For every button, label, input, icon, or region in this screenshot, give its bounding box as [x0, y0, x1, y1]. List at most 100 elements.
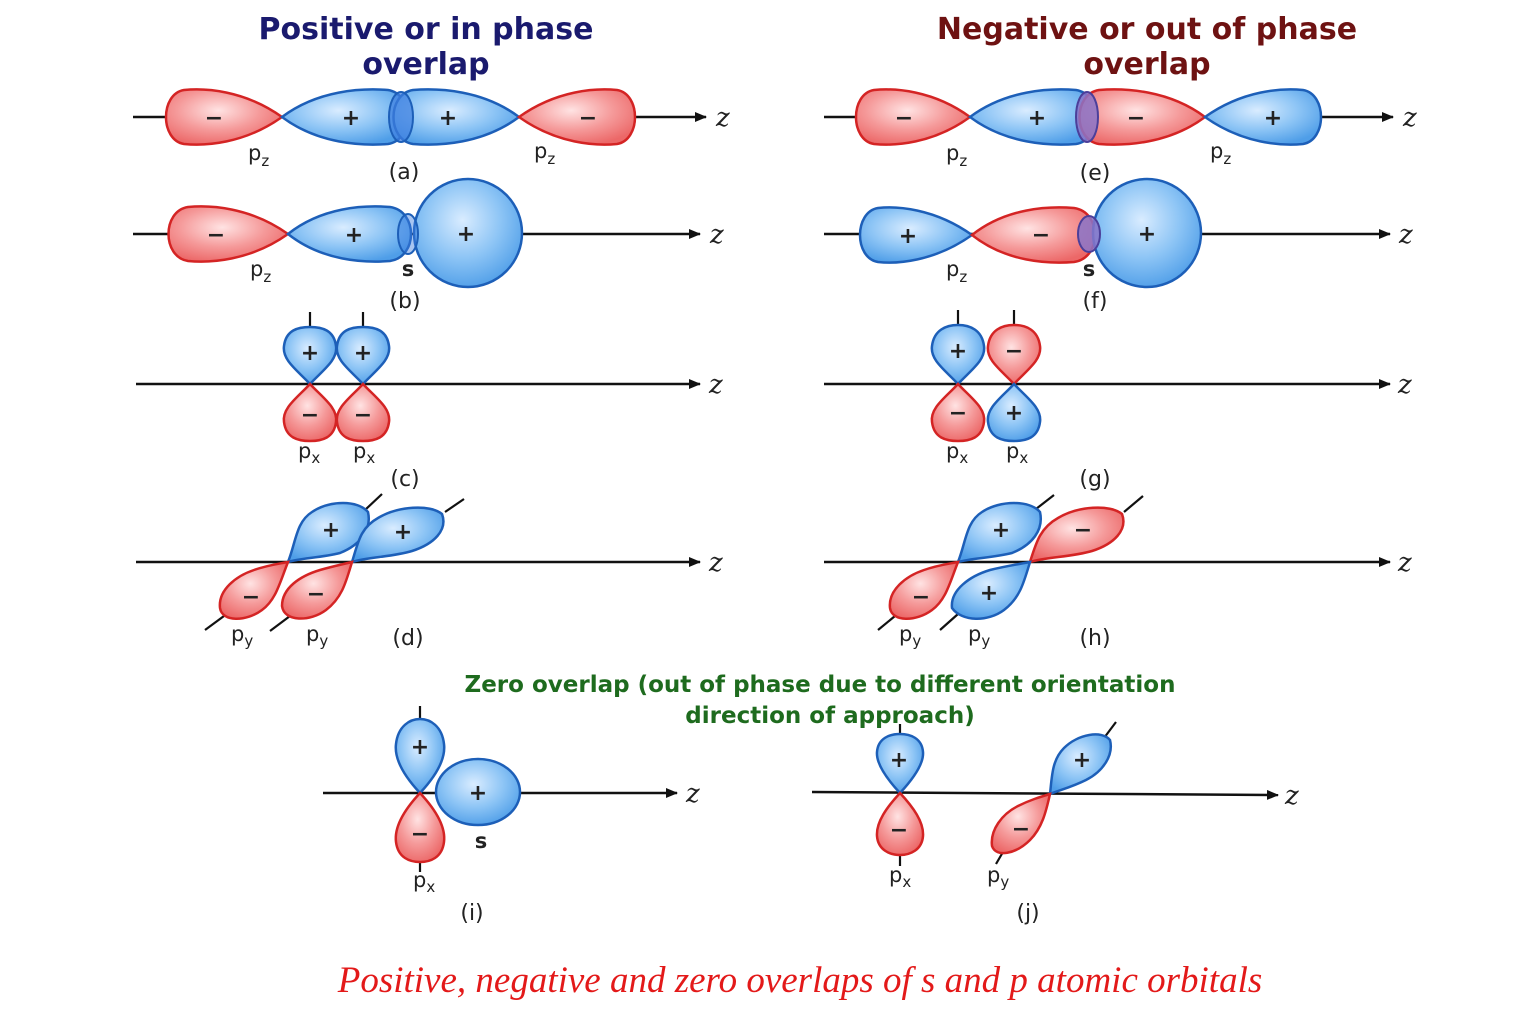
plus-sign: +	[1264, 106, 1282, 131]
plus-sign: +	[980, 581, 998, 606]
orbital-label-px: px	[946, 439, 968, 467]
orbital-axis-stub	[364, 493, 383, 511]
caption-a: (a)	[389, 160, 420, 185]
orbital-label-px: px	[1006, 439, 1028, 467]
plus-sign: +	[469, 781, 487, 806]
orbital-axis-stub	[1035, 494, 1055, 510]
negative-lobe	[854, 88, 973, 146]
orbital-label-pz: pz	[248, 141, 269, 170]
plus-sign: +	[322, 518, 340, 543]
minus-sign: −	[890, 818, 908, 843]
panel-b: − + + pz s (b)	[167, 177, 524, 314]
negative-lobe	[218, 560, 291, 620]
minus-sign: −	[411, 822, 429, 847]
overlap-region	[1075, 91, 1099, 143]
minus-sign: −	[354, 403, 372, 428]
positive-lobe	[285, 501, 371, 565]
plus-sign: +	[457, 222, 475, 247]
orbital-label-py: py	[968, 622, 990, 650]
minus-sign: −	[1127, 106, 1145, 131]
orbital-label-py: py	[987, 863, 1009, 891]
z-label-i: z	[685, 779, 700, 809]
caption-b: (b)	[389, 289, 420, 314]
plus-sign: +	[1005, 401, 1023, 426]
negative-lobe	[986, 323, 1042, 386]
plus-sign: +	[992, 518, 1010, 543]
caption-j: (j)	[1016, 901, 1039, 926]
orbital-label-py: py	[899, 622, 921, 650]
panel-g: + − − + px px (g)	[930, 310, 1111, 492]
caption-c: (c)	[390, 467, 419, 492]
orbital-axis-stub	[1123, 495, 1144, 513]
zero-overlap-header: Zero overlap (out of phase due to differ…	[465, 672, 1176, 698]
minus-sign: −	[207, 223, 225, 248]
positive-lobe	[950, 560, 1032, 620]
negative-lobe	[930, 382, 986, 443]
z-label-b: z	[709, 220, 724, 250]
panel-f: + − + pz s (f)	[858, 177, 1203, 314]
positive-lobe	[986, 382, 1042, 443]
panel-c: + + − − px px (c)	[282, 312, 420, 492]
z-label-e: z	[1402, 103, 1417, 133]
panel-a: − + + − pz pz (a)	[164, 88, 637, 185]
plus-sign: +	[354, 341, 372, 366]
panel-d: + + − − py py (d)	[204, 493, 465, 651]
z-label-c: z	[708, 370, 723, 400]
plus-sign: +	[1073, 748, 1091, 773]
minus-sign: −	[307, 582, 325, 607]
positive-lobe	[285, 205, 413, 263]
plus-sign: +	[1028, 106, 1046, 131]
negative-lobe	[394, 791, 446, 864]
minus-sign: −	[301, 403, 319, 428]
minus-sign: −	[1012, 817, 1030, 842]
negative-lobe	[888, 560, 961, 620]
overlap-region	[397, 213, 419, 255]
positive-lobe	[930, 323, 986, 386]
orbital-label-s: s	[402, 257, 415, 281]
z-label-j: z	[1284, 781, 1299, 811]
orbital-axis-stub	[939, 613, 959, 631]
panel-i: + − + s px (i)	[394, 706, 522, 926]
negative-lobe	[164, 88, 285, 146]
positive-lobe	[335, 325, 391, 386]
panel-h: + − − + py py (h)	[877, 494, 1144, 651]
caption-f: (f)	[1083, 289, 1108, 314]
s-orbital	[412, 177, 524, 289]
minus-sign: −	[579, 106, 597, 131]
plus-sign: +	[949, 339, 967, 364]
figure-title: Positive, negative and zero overlaps of …	[337, 960, 1263, 1001]
zero-overlap-header-line2: direction of approach)	[685, 703, 974, 729]
overlap-region	[1077, 215, 1101, 253]
orbital-label-py: py	[306, 622, 328, 650]
orbital-label-px: px	[353, 439, 375, 467]
negative-lobe	[1028, 506, 1125, 564]
positive-lobe	[858, 206, 975, 264]
z-label-g: z	[1397, 370, 1412, 400]
orbital-label-s: s	[475, 829, 488, 853]
plus-sign: +	[890, 748, 908, 773]
orbital-label-px: px	[889, 863, 911, 891]
axis-j	[811, 789, 1279, 800]
positive-overlap-header: Positive or in phase	[259, 12, 594, 47]
caption-i: (i)	[460, 901, 483, 926]
orbital-axis-stub	[877, 615, 896, 631]
positive-lobe	[394, 717, 446, 795]
orbital-label-s: s	[1083, 257, 1096, 281]
z-label-d: z	[708, 548, 723, 578]
caption-e: (e)	[1080, 161, 1111, 186]
negative-lobe	[167, 205, 291, 263]
plus-sign: +	[1138, 222, 1156, 247]
orbital-label-pz: pz	[946, 141, 967, 170]
negative-overlap-header: Negative or out of phase	[937, 12, 1357, 47]
orbital-axis-stub	[269, 615, 291, 632]
orbital-label-pz: pz	[1210, 139, 1231, 168]
negative-lobe	[335, 382, 391, 443]
z-label-a: z	[715, 103, 730, 133]
panel-j: + − px + − py (j)	[875, 721, 1117, 926]
orbital-label-pz: pz	[534, 139, 555, 168]
negative-overlap-header-line2: overlap	[1083, 47, 1210, 82]
positive-lobe	[1202, 88, 1323, 146]
minus-sign: −	[1005, 339, 1023, 364]
positive-lobe	[350, 506, 445, 564]
